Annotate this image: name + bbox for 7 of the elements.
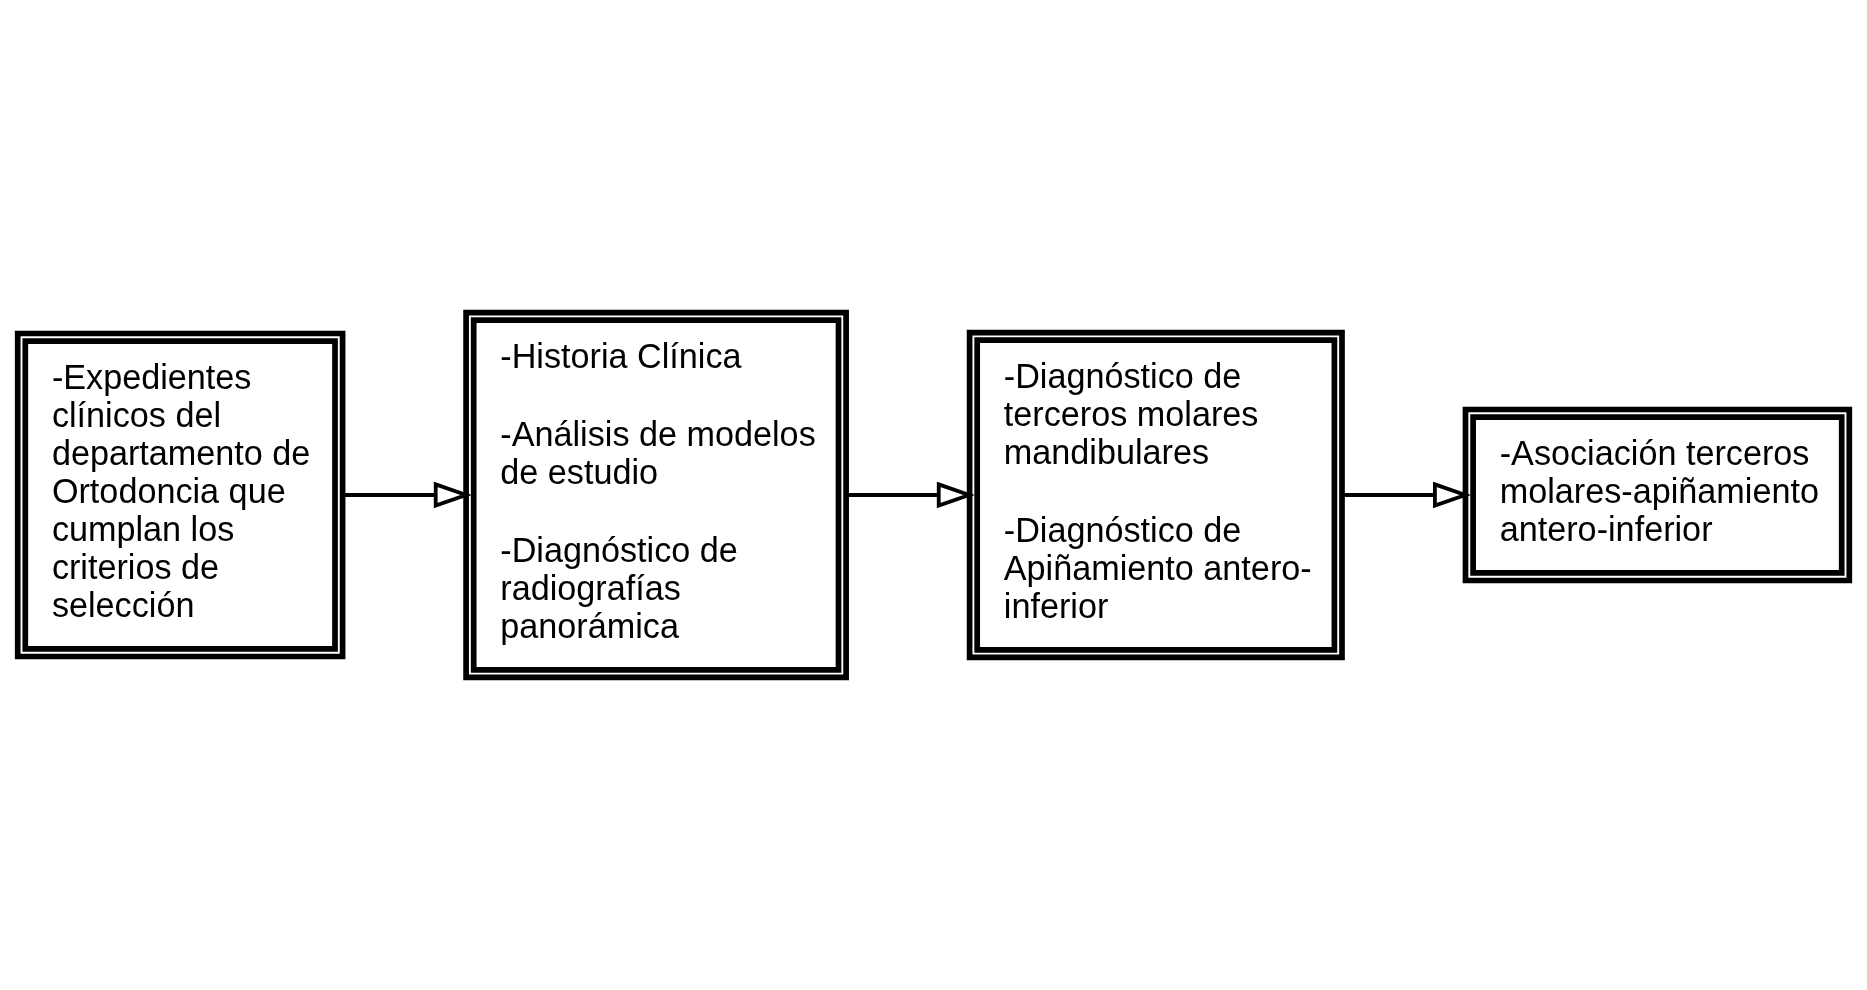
arrow [1342,481,1472,509]
node-box: -Historia Clínica -Análisis de modelos de estudio -Diagnóstico de radiografías panorámica [463,309,849,681]
arrow [343,481,472,509]
node-box: -Expedientes clínicos del departamento de Ortodoncia que cumplan los criterios de selección [14,330,346,660]
node-box: -Asociación terceros molares-apiñamiento antero-inferior [1462,406,1853,584]
arrow [846,481,975,509]
node-box: -Diagnóstico de terceros molares mandibulares -Diagnóstico de Apiñamiento antero-inferior [966,329,1345,661]
